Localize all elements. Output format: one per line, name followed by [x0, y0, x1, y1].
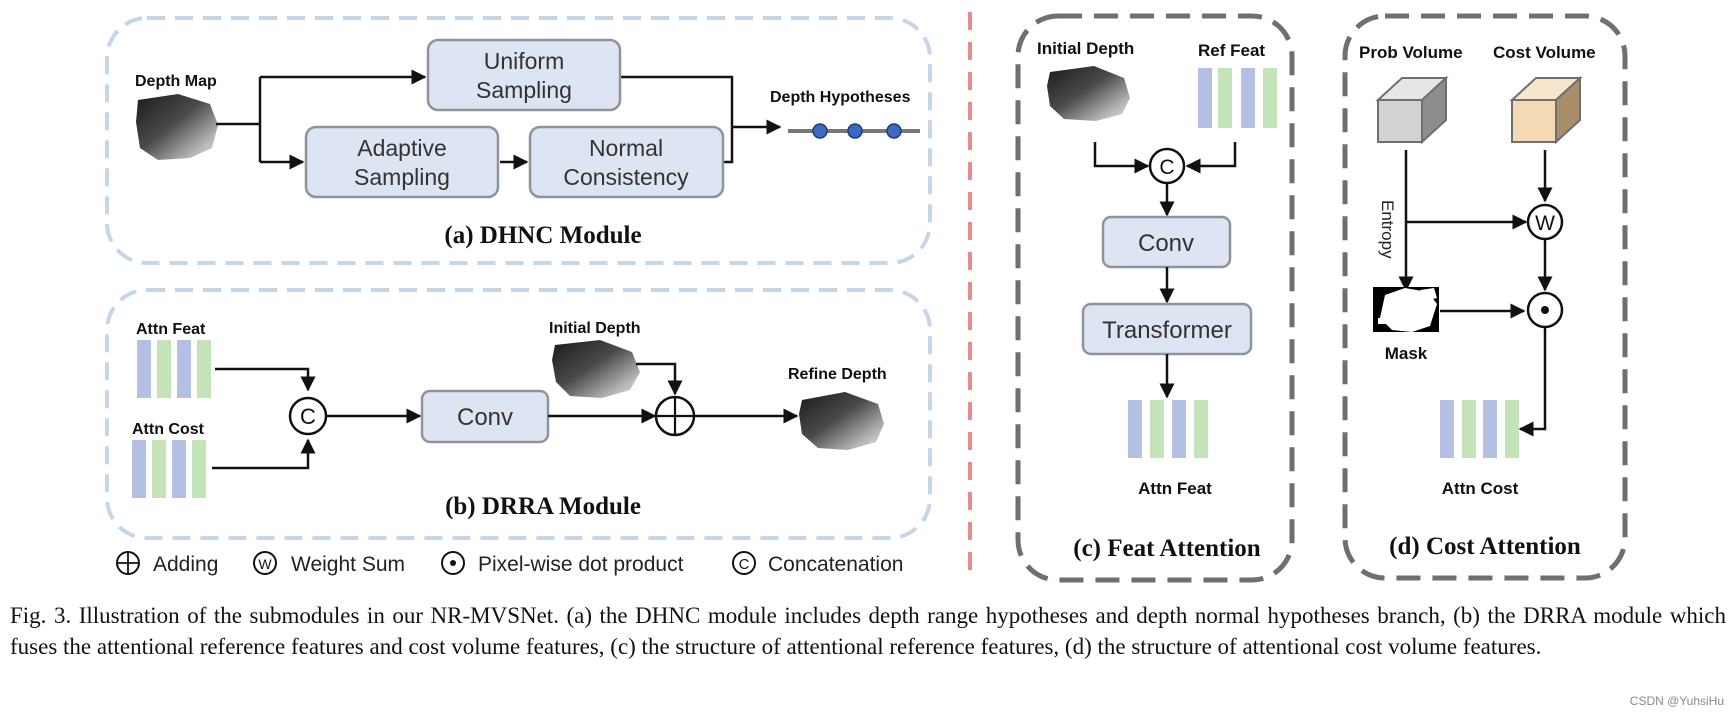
legend: Adding W Weight Sum Pixel-wise dot produ… — [116, 551, 903, 576]
panel-a-dhnc: Depth Map Uniform Sampling Adaptive Samp… — [105, 16, 932, 265]
panel-d-title: (d) Cost Attention — [1389, 533, 1581, 560]
prob-volume-label: Prob Volume — [1359, 43, 1463, 62]
uniform-sampling-box: Uniform Sampling — [426, 38, 622, 112]
arrow-attnfeat-to-concat — [215, 367, 316, 392]
depth-map-image — [136, 94, 218, 160]
legend-dot-product: Pixel-wise dot product — [441, 551, 684, 576]
concat-symbol-b-letter: C — [300, 404, 316, 429]
add-symbol-b — [654, 395, 696, 437]
mask-label: Mask — [1385, 344, 1428, 363]
arrow-initialdepth-to-concat-c — [1093, 142, 1150, 174]
arrow-initialdepth-to-add — [636, 362, 683, 396]
attn-feat-stack-b — [137, 340, 211, 398]
depth-map-label: Depth Map — [135, 73, 217, 90]
weight-sum-icon-letter: W — [258, 556, 272, 572]
concat-symbol-c: C — [1148, 147, 1186, 185]
weight-sum-symbol-d-letter: W — [1535, 212, 1555, 235]
panel-a-border — [105, 16, 932, 265]
legend-dot-product-label: Pixel-wise dot product — [478, 553, 684, 576]
concat-symbol-b: C — [288, 396, 328, 436]
entropy-label: Entropy — [1378, 200, 1397, 259]
conv-box-c-label: Conv — [1138, 230, 1194, 257]
concatenation-icon-letter: C — [739, 556, 750, 573]
attn-cost-stack-d — [1440, 400, 1519, 458]
attn-feat-label-b: Attn Feat — [136, 321, 206, 338]
attn-cost-stack-b — [132, 440, 206, 498]
initial-depth-image-b — [552, 340, 640, 398]
arrow-reffeat-to-concat-c — [1185, 142, 1237, 174]
uniform-sampling-line2: Sampling — [476, 77, 572, 103]
panel-c-title: (c) Feat Attention — [1073, 535, 1261, 562]
cost-volume-cube — [1509, 75, 1583, 145]
line-normal-out — [723, 127, 734, 164]
adaptive-sampling-line1: Adaptive — [357, 135, 447, 161]
depth-hypotheses-line — [788, 123, 920, 139]
hypothesis-dot — [812, 123, 828, 139]
panel-b-border — [105, 288, 932, 540]
panel-c-border — [1015, 13, 1295, 583]
conv-box-c: Conv — [1101, 215, 1232, 269]
panel-a-title: (a) DHNC Module — [444, 222, 641, 249]
attn-cost-label-b: Attn Cost — [132, 421, 205, 438]
arrow-attncost-to-concat — [212, 438, 316, 470]
transformer-box-label: Transformer — [1102, 317, 1232, 344]
panel-c-feat-attention: Initial Depth Ref Feat C Conv Transforme… — [1015, 13, 1295, 583]
panel-d-cost-attention: Prob Volume Cost Volume Entropy W — [1342, 13, 1628, 581]
line-uniform-out — [620, 75, 734, 127]
mask-image — [1373, 287, 1439, 332]
normal-consistency-line1: Normal — [589, 135, 663, 161]
adaptive-sampling-box: Adaptive Sampling — [304, 125, 500, 199]
panel-d-border — [1342, 13, 1628, 581]
legend-concatenation-label: Concatenation — [768, 553, 903, 576]
transformer-box: Transformer — [1081, 302, 1253, 356]
concatenation-icon — [732, 551, 756, 575]
legend-adding: Adding — [116, 551, 218, 576]
figure-canvas: Depth Map Uniform Sampling Adaptive Samp… — [105, 12, 1628, 583]
depth-hypotheses-label: Depth Hypotheses — [770, 89, 911, 106]
ref-feat-label: Ref Feat — [1198, 41, 1265, 60]
hypothesis-dot — [847, 123, 863, 139]
uniform-sampling-line1: Uniform — [484, 48, 565, 74]
legend-weight-sum-label: Weight Sum — [291, 553, 405, 576]
initial-depth-label-b: Initial Depth — [549, 320, 641, 337]
attn-feat-stack-c — [1128, 400, 1208, 458]
weight-sum-icon — [253, 551, 277, 575]
dot-product-symbol-d — [1526, 291, 1564, 329]
weight-sum-symbol-d: W — [1526, 203, 1564, 241]
conv-box-b: Conv — [420, 389, 550, 444]
watermark: CSDN @YuhsiHu — [1629, 694, 1724, 708]
conv-box-b-label: Conv — [457, 404, 513, 431]
attn-feat-label-c: Attn Feat — [1138, 479, 1212, 498]
concat-symbol-c-letter: C — [1159, 156, 1174, 179]
normal-consistency-line2: Consistency — [563, 164, 689, 190]
normal-consistency-box: Normal Consistency — [528, 125, 725, 199]
refine-depth-image — [799, 392, 884, 450]
ref-feat-stack — [1198, 68, 1277, 128]
panel-b-drra: Attn Feat Attn Cost C Conv Initial Depth — [105, 288, 932, 540]
refine-depth-label: Refine Depth — [788, 366, 887, 383]
panel-b-title: (b) DRRA Module — [445, 493, 641, 520]
initial-depth-label-c: Initial Depth — [1037, 39, 1134, 58]
hypothesis-dot — [886, 123, 902, 139]
prob-volume-cube — [1375, 75, 1449, 145]
initial-depth-image-c — [1047, 66, 1130, 121]
cost-volume-label: Cost Volume — [1493, 43, 1596, 62]
attn-cost-label-d: Attn Cost — [1442, 479, 1519, 498]
legend-weight-sum: W Weight Sum — [253, 551, 405, 576]
adaptive-sampling-line2: Sampling — [354, 164, 450, 190]
figure-caption: Fig. 3. Illustration of the submodules i… — [10, 603, 1726, 659]
legend-adding-label: Adding — [153, 553, 218, 576]
arrow-dot-to-attncost — [1518, 327, 1547, 437]
legend-concatenation: C Concatenation — [732, 551, 903, 576]
